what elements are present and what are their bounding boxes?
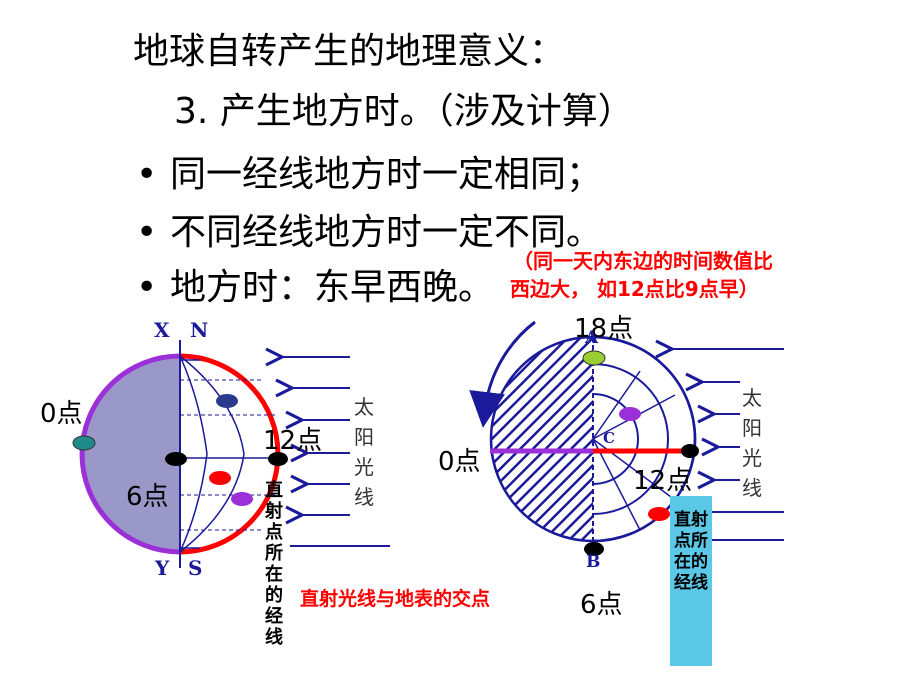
left-night-half xyxy=(82,356,180,552)
left-direct-meridian: 直射点所在的经线 xyxy=(265,480,283,648)
left-pole-n: N xyxy=(190,318,209,342)
left-point-purple xyxy=(231,492,253,506)
right-point-purple xyxy=(619,407,641,421)
right-point-18 xyxy=(582,350,606,366)
bullet-mark: • xyxy=(136,212,158,253)
left-label-12: 12点 xyxy=(263,426,323,456)
left-pole-x: X xyxy=(154,318,170,342)
right-point-12 xyxy=(681,444,699,458)
right-meridian xyxy=(592,370,641,440)
right-globe-diagram xyxy=(469,320,784,556)
bullet-mark: • xyxy=(136,267,158,308)
left-point-0 xyxy=(72,435,96,451)
bullet-text: 同一经线地方时一定相同； xyxy=(170,154,603,195)
right-label-12: 12点 xyxy=(633,466,693,496)
left-purple-arc xyxy=(79,353,181,555)
right-rotation-arrow xyxy=(469,320,536,428)
right-point-c: C xyxy=(603,429,615,447)
left-point-6 xyxy=(165,452,187,466)
right-point-red xyxy=(648,507,670,521)
left-sun-text: 太阳光线 xyxy=(354,395,374,509)
bullet-item-3: • 地方时：东早西晚。 xyxy=(136,258,494,310)
left-meridian-1 xyxy=(179,355,208,553)
left-point-blue xyxy=(216,394,238,408)
left-label-0: 0点 xyxy=(40,399,83,429)
slide-subtitle: 3. 产生地方时。（涉及计算） xyxy=(174,91,634,132)
right-point-b: B xyxy=(586,552,601,572)
right-label-6: 6点 xyxy=(580,590,623,620)
left-label-6: 6点 xyxy=(126,482,169,512)
right-point-a: A xyxy=(585,328,599,348)
bullet-item-1: • 同一经线地方时一定相同； xyxy=(136,145,602,197)
left-globe-diagram xyxy=(72,340,390,568)
right-point-6 xyxy=(584,542,604,556)
right-ring xyxy=(592,393,639,485)
bullet-text: 地方时：东早西晚。 xyxy=(170,267,495,308)
right-meridian xyxy=(592,438,641,531)
right-sun-text: 太阳光线 xyxy=(742,386,762,500)
right-night-half xyxy=(491,337,593,541)
intersection-note: 直射光线与地表的交点 xyxy=(300,588,491,610)
right-label-0: 0点 xyxy=(438,447,481,477)
right-direct-meridian-box: 直射点所在的经线 xyxy=(670,496,712,666)
left-meridian-2 xyxy=(179,355,245,553)
bullet-text: 不同经线地方时一定不同。 xyxy=(170,212,603,253)
left-point-red xyxy=(209,471,231,485)
right-ring xyxy=(592,363,669,515)
left-point-12 xyxy=(268,452,288,466)
slide-title: 地球自转产生的地理意义： xyxy=(133,31,566,72)
left-pole-y: Y xyxy=(155,556,170,580)
bullet-mark: • xyxy=(136,154,158,195)
note-line-2: 西边大， 如12点比9点早） xyxy=(510,277,759,301)
note-line-1: （同一天内东边的时间数值比 xyxy=(513,249,773,273)
left-pole-s: S xyxy=(188,556,203,580)
bullet-item-2: • 不同经线地方时一定不同。 xyxy=(136,203,602,255)
right-label-18: 18点 xyxy=(574,314,634,344)
